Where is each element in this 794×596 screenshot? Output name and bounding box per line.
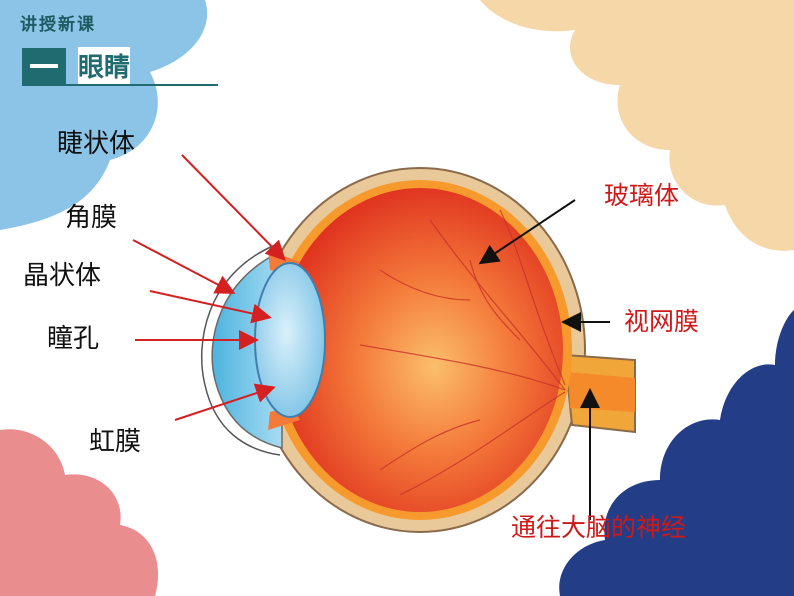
title-underline [22,84,218,86]
page-title: 眼睛 [78,47,131,84]
arrow-vitreous-body [478,199,576,265]
dash-icon [30,64,58,68]
cloud-peach-top-right [480,0,794,251]
optic-nerve-core [568,372,635,412]
label-pupil: 瞳孔 [47,324,100,354]
section-number-box [22,48,66,84]
label-iris: 虹膜 [89,427,142,457]
label-lens: 晶状体 [23,261,102,291]
cloud-pink-bottom-left [0,429,159,596]
lens [254,262,326,418]
label-ciliary-body: 睫状体 [57,129,136,159]
cloud-navy-bottom-right [559,310,794,596]
arrow-ciliary-body [181,154,286,261]
arrow-iris [174,383,276,421]
section-tag: 讲授新课 [20,15,96,35]
label-optic-nerve: 通往大脑的神经 [511,513,687,542]
label-vitreous-body: 玻璃体 [604,181,680,210]
vitreous-body [277,188,563,512]
label-retina: 视网膜 [624,307,700,336]
blood-vessels [359,209,566,496]
arrow-lens [149,290,272,324]
label-cornea: 角膜 [65,203,118,233]
arrow-cornea [132,239,236,294]
